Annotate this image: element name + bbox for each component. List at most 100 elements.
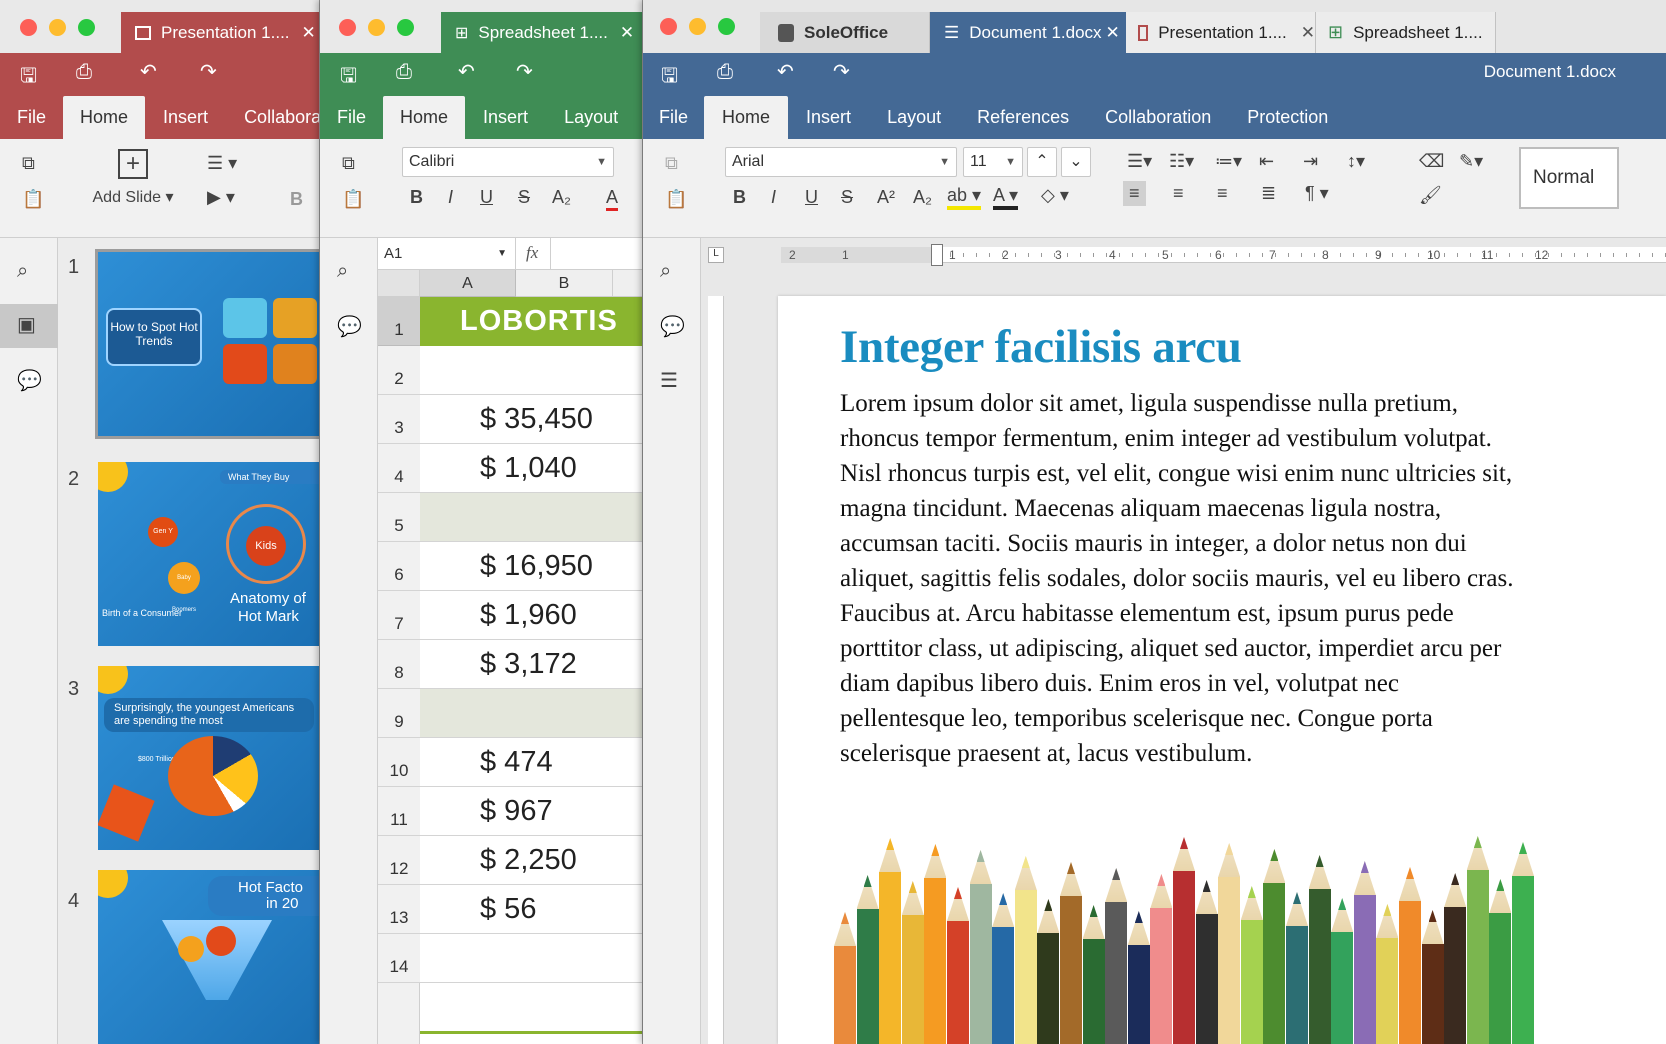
column-header-a[interactable]: A	[420, 270, 516, 297]
copy-icon[interactable]: ⧉	[665, 153, 678, 173]
tab-insert[interactable]: Insert	[806, 107, 852, 127]
close-icon[interactable]: ✕	[301, 22, 316, 42]
strikethrough-button[interactable]: S	[518, 187, 531, 207]
row-header[interactable]: 2	[378, 346, 420, 395]
tab-protection[interactable]: Protection	[1247, 107, 1329, 127]
select-all-corner[interactable]	[378, 270, 420, 297]
row-header[interactable]: 6	[378, 542, 420, 591]
font-name-select[interactable]: Calibri▼	[402, 147, 614, 177]
font-color-button[interactable]: A	[606, 187, 619, 211]
close-icon[interactable]: ✕	[619, 22, 635, 42]
align-left-icon[interactable]: ≡	[1123, 181, 1146, 206]
superscript-button[interactable]: A²	[877, 187, 895, 207]
italic-button[interactable]: I	[771, 187, 777, 207]
font-color-icon[interactable]: A ▾	[993, 185, 1019, 210]
subscript-button[interactable]: A₂	[552, 187, 571, 207]
close-window-button[interactable]	[20, 19, 37, 36]
increase-font-button[interactable]: ⌃	[1027, 147, 1057, 177]
indent-marker[interactable]	[931, 244, 943, 266]
row-header[interactable]: 3	[378, 395, 420, 444]
tab-spreadsheet[interactable]: ⊞ Spreadsheet 1....	[1316, 12, 1496, 53]
bold-button[interactable]: B	[733, 187, 746, 207]
tab-layout[interactable]: Layout	[887, 107, 942, 127]
formula-input[interactable]	[550, 238, 642, 269]
cell[interactable]: $ 1,960	[420, 591, 642, 640]
style-set-icon[interactable]: ✎▾	[1459, 151, 1484, 171]
font-size-select[interactable]: 11▼	[963, 147, 1023, 177]
bullets-icon[interactable]: ☰▾	[1127, 151, 1153, 171]
close-icon[interactable]: ✕	[1300, 22, 1315, 42]
tab-insert[interactable]: Insert	[163, 107, 209, 127]
header-cell-lobortis[interactable]: LOBORTIS	[420, 297, 642, 346]
row-header[interactable]: 11	[378, 787, 420, 836]
save-icon[interactable]: 🖫	[661, 65, 679, 87]
row-header[interactable]: 10	[378, 738, 420, 787]
copy-icon[interactable]: ⧉	[342, 153, 355, 173]
tab-file[interactable]: File	[337, 107, 367, 127]
cell[interactable]: $ 1,040	[420, 444, 642, 493]
comments-icon[interactable]: 💬	[660, 316, 685, 338]
redo-icon[interactable]: ↷	[200, 61, 217, 83]
paste-icon[interactable]: 📋	[665, 189, 688, 209]
align-right-icon[interactable]: ≡	[1217, 183, 1228, 203]
tab-soleoffice[interactable]: SoleOffice	[760, 12, 930, 53]
cell[interactable]: $ 967	[420, 787, 642, 836]
minimize-window-button[interactable]	[689, 18, 706, 35]
italic-button[interactable]: I	[448, 187, 454, 207]
cell[interactable]: $ 3,172	[420, 640, 642, 689]
tab-home[interactable]: Home	[704, 96, 789, 139]
cell[interactable]: $ 2,250	[420, 836, 642, 885]
cell[interactable]	[420, 493, 642, 542]
cell[interactable]	[420, 346, 642, 395]
search-icon[interactable]: ⌕	[660, 260, 672, 282]
cell[interactable]	[420, 934, 642, 983]
navigation-icon[interactable]: ☰	[660, 370, 678, 392]
tab-document[interactable]: ☰ Document 1.docx ✕	[930, 12, 1126, 53]
print-icon[interactable]: ⎙	[76, 61, 92, 83]
tab-spreadsheet[interactable]: ⊞ Spreadsheet 1.... ✕	[441, 12, 642, 53]
undo-icon[interactable]: ↶	[140, 61, 157, 83]
row-header[interactable]: 8	[378, 640, 420, 689]
layout-icon[interactable]: ☰ ▾	[207, 153, 238, 173]
bold-button[interactable]: B	[410, 187, 423, 207]
minimize-window-button[interactable]	[368, 19, 385, 36]
cell[interactable]: $ 56	[420, 885, 642, 934]
strikethrough-button[interactable]: S	[841, 187, 854, 207]
redo-icon[interactable]: ↷	[516, 61, 533, 83]
tab-insert[interactable]: Insert	[483, 107, 529, 127]
tab-layout[interactable]: Layout	[564, 107, 619, 127]
slides-panel-button[interactable]	[0, 304, 58, 348]
column-header-b[interactable]: B	[516, 270, 612, 297]
tab-file[interactable]: File	[17, 107, 47, 127]
font-name-select[interactable]: Arial▼	[725, 147, 957, 177]
search-icon[interactable]: ⌕	[337, 260, 349, 282]
decrease-indent-icon[interactable]: ⇤	[1259, 151, 1275, 171]
copy-icon[interactable]: ⧉	[22, 153, 35, 173]
underline-button[interactable]: U	[480, 187, 493, 207]
print-icon[interactable]: ⎙	[717, 61, 733, 83]
save-icon[interactable]: 🖫	[340, 65, 358, 87]
row-header[interactable]: 5	[378, 493, 420, 542]
vertical-ruler[interactable]	[708, 296, 724, 1044]
tab-presentation[interactable]: Presentation 1.... ✕	[1126, 12, 1316, 53]
row-header[interactable]: 14	[378, 934, 420, 983]
horizontal-ruler[interactable]	[781, 247, 1666, 263]
save-icon[interactable]: 🖫	[20, 65, 38, 87]
tab-home[interactable]: Home	[383, 96, 466, 139]
underline-button[interactable]: U	[805, 187, 818, 207]
slide-thumbnail-1[interactable]: How to Spot Hot Trends	[95, 249, 319, 439]
subscript-button[interactable]: A₂	[913, 187, 932, 207]
document-page[interactable]: Integer facilisis arcu Lorem ipsum dolor…	[778, 296, 1666, 1044]
comments-icon[interactable]: 💬	[17, 370, 42, 392]
zoom-window-button[interactable]	[78, 19, 95, 36]
name-box[interactable]: A1 ▼	[378, 238, 516, 269]
tab-file[interactable]: File	[659, 107, 689, 127]
slide-thumbnail-2[interactable]: What They Buy Kids Gen Y Baby Boomers Bi…	[98, 462, 319, 646]
paste-icon[interactable]: 📋	[342, 189, 365, 209]
multilevel-icon[interactable]: ≔▾	[1215, 151, 1243, 171]
bold-button[interactable]: B	[290, 189, 303, 209]
numbering-icon[interactable]: ☷▾	[1169, 151, 1195, 171]
decrease-font-button[interactable]: ⌄	[1061, 147, 1091, 177]
row-header[interactable]: 4	[378, 444, 420, 493]
close-icon[interactable]: ✕	[1105, 22, 1120, 42]
